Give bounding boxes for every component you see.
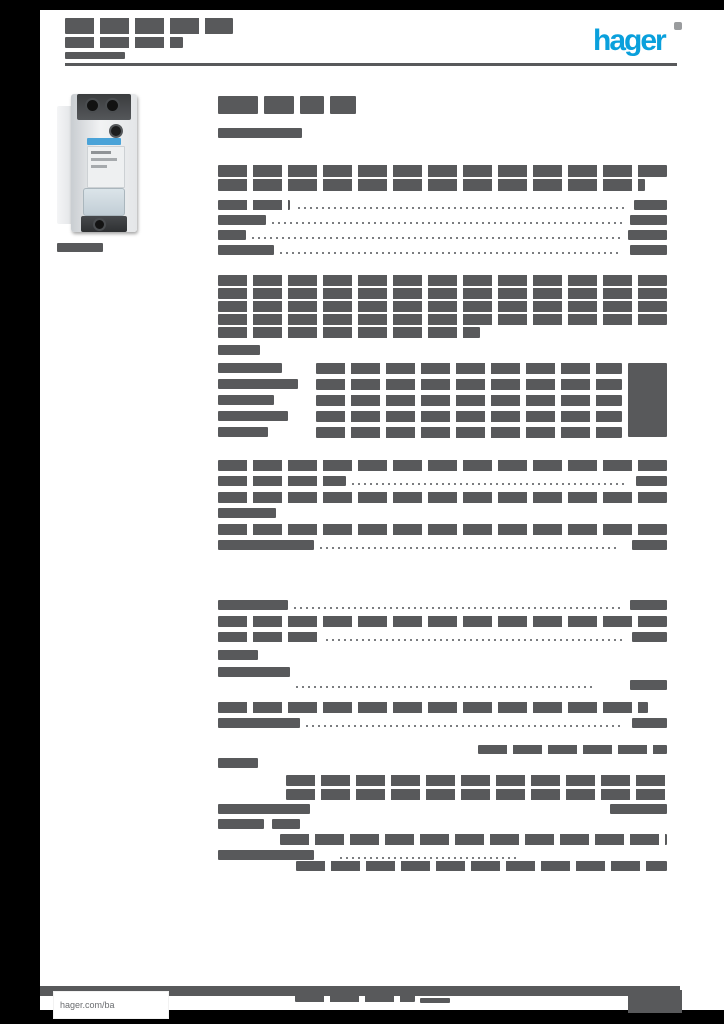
spec-label [218,758,258,768]
spec-label [218,804,310,814]
label-text-blob [91,165,107,168]
spec-paragraph [218,702,648,713]
spec-text [316,363,622,374]
spec-paragraph [218,275,667,286]
spec-text [316,411,622,422]
footer-bar [40,986,680,996]
spec-text [478,745,667,754]
spec-value [632,632,667,642]
spec-leader [280,252,622,254]
spec-value [272,819,300,829]
spec-label [218,379,298,389]
spec-label [218,718,300,728]
spec-leader [326,639,622,641]
spec-value [610,804,667,814]
header-title-line-2 [65,37,183,48]
terminal-screw-icon [105,98,120,113]
spec-label [218,476,346,486]
spec-value [630,600,667,610]
spec-leader [352,483,624,485]
terminal-screw-icon [93,218,106,231]
spec-label [218,427,268,437]
footer-logo-block [628,990,682,1013]
spec-label [218,632,320,642]
spec-text [316,395,622,406]
spec-value-column [628,363,667,437]
spec-label [218,600,288,610]
spec-text [296,861,667,871]
spec-label [218,508,276,518]
spec-text [280,834,667,845]
spec-paragraph [218,179,645,191]
spec-value [628,230,667,240]
spec-label [218,395,274,405]
product-title-chunk [264,96,294,114]
spec-leader [320,547,620,549]
spec-paragraph [218,301,667,312]
spec-label [218,850,314,860]
header-title-line-3 [65,52,125,59]
footer-site-link[interactable]: hager.com/ba [60,1000,115,1010]
registered-trademark-icon [674,22,682,30]
footer-site-box: hager.com/ba [54,992,168,1018]
spec-value [630,215,667,225]
spec-text [316,427,622,438]
spec-label [218,540,314,550]
spec-label [218,200,290,210]
header-rule [65,63,677,66]
terminal-screw-icon [85,98,100,113]
product-title-chunk [330,96,356,114]
spec-label [218,411,288,421]
label-text-blob [91,158,117,161]
spec-leader [296,686,596,688]
spec-label [218,230,246,240]
product-photo [57,88,148,238]
spec-value [634,200,667,210]
spec-label [218,363,282,373]
spec-label [218,667,290,677]
spec-paragraph [218,492,667,503]
spec-label [218,215,266,225]
label-text-blob [91,151,111,154]
spec-paragraph [218,616,667,627]
spec-leader [298,207,628,209]
product-title-chunk [300,96,324,114]
footer-middle-text [420,998,450,1003]
spec-value [636,476,667,486]
spec-paragraph [218,460,667,471]
hager-logo: hager [593,24,667,57]
spec-text [316,379,622,390]
spec-paragraph [218,327,480,338]
spec-paragraph [218,524,667,535]
spec-paragraph [218,314,667,325]
spec-value [632,718,667,728]
spec-paragraph [218,165,667,177]
spec-text [286,789,667,800]
terminal-screw-icon [109,124,123,138]
spec-leader [306,725,622,727]
spec-label [218,819,264,829]
spec-value [630,245,667,255]
brand-stripe [87,138,121,145]
spec-leader [294,607,624,609]
spec-value [630,680,667,690]
spec-text [286,775,667,786]
spec-label [218,245,274,255]
spec-leader [272,222,622,224]
spec-label [218,650,258,660]
spec-paragraph [218,288,667,299]
spec-leader [340,857,520,859]
product-subtitle [218,128,302,138]
header-title-line-1 [65,18,233,34]
spec-value [632,540,667,550]
section-heading [218,345,260,355]
switch-lever [83,188,125,216]
datasheet-page: hager hager.com/ba [40,10,724,1018]
spec-leader [252,237,622,239]
product-title-chunk [218,96,258,114]
photo-caption [57,243,103,252]
